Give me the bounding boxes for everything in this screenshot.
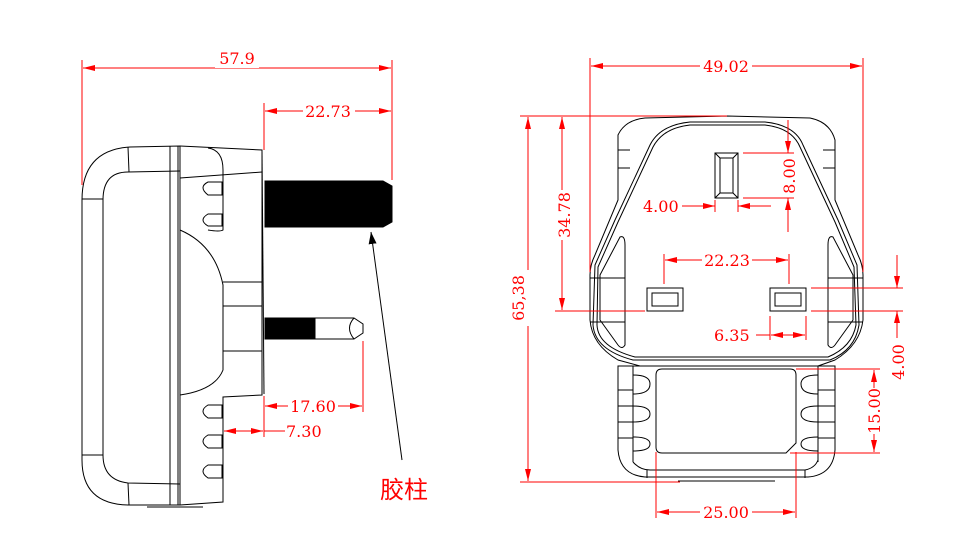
front-view: 49.02 65,38 34.78 4.00 8 [509,57,908,522]
dim-pin-center-height: 34.78 [552,117,645,312]
front-body-outline [589,115,864,482]
live-pin-slot [646,287,684,312]
callout-label: 胶柱 [380,476,428,504]
dim-overall-length: 57.9 [81,49,393,185]
dim-label-8-00: 8.00 [780,158,799,194]
dim-overall-width: 49.02 [589,57,864,272]
side-body-outline [81,145,265,508]
dim-label-22-73: 22.73 [305,102,351,121]
dim-label-15-00: 15.00 [865,388,884,434]
side-view: 57.9 22.73 17.60 7.30 胶柱 [81,49,428,508]
dim-label-65-38: 65,38 [509,275,528,321]
label-area [655,368,797,454]
dim-label-area-width: 25.00 [655,452,797,522]
dim-label-17-60: 17.60 [290,397,336,416]
dim-label-22-23: 22.23 [704,251,750,270]
dim-pin-length: 22.73 [263,102,391,150]
callout-leader [368,231,403,461]
dim-short-pin-length: 17.60 [263,341,364,437]
dim-label-49-02: 49.02 [703,57,749,76]
dim-label-4-00-side: 4.00 [889,344,908,380]
dim-label-6-35: 6.35 [714,326,750,345]
dim-top-pin-width: 4.00 [643,197,771,216]
earth-pin-slot [714,152,739,199]
dim-side-pin-width: 6.35 [714,316,807,345]
large-pin [264,180,393,228]
dim-label-4-00-top: 4.00 [643,197,679,216]
dim-overall-height: 65,38 [509,115,727,483]
neutral-pin-slot [769,287,807,312]
dim-pin-offset: 7.30 [224,422,322,441]
short-pin [264,317,364,340]
dim-label-7-30: 7.30 [286,422,322,441]
dim-pin-spacing: 22.23 [663,251,790,284]
dim-side-pin-thickness: 4.00 [811,255,908,380]
dim-top-pin-length: 8.00 [743,120,799,232]
dim-label-34-78: 34.78 [555,192,574,238]
dim-label-57-9: 57.9 [219,49,255,68]
dim-label-area-height: 15.00 [790,368,884,454]
dim-label-25-00: 25.00 [703,503,749,522]
